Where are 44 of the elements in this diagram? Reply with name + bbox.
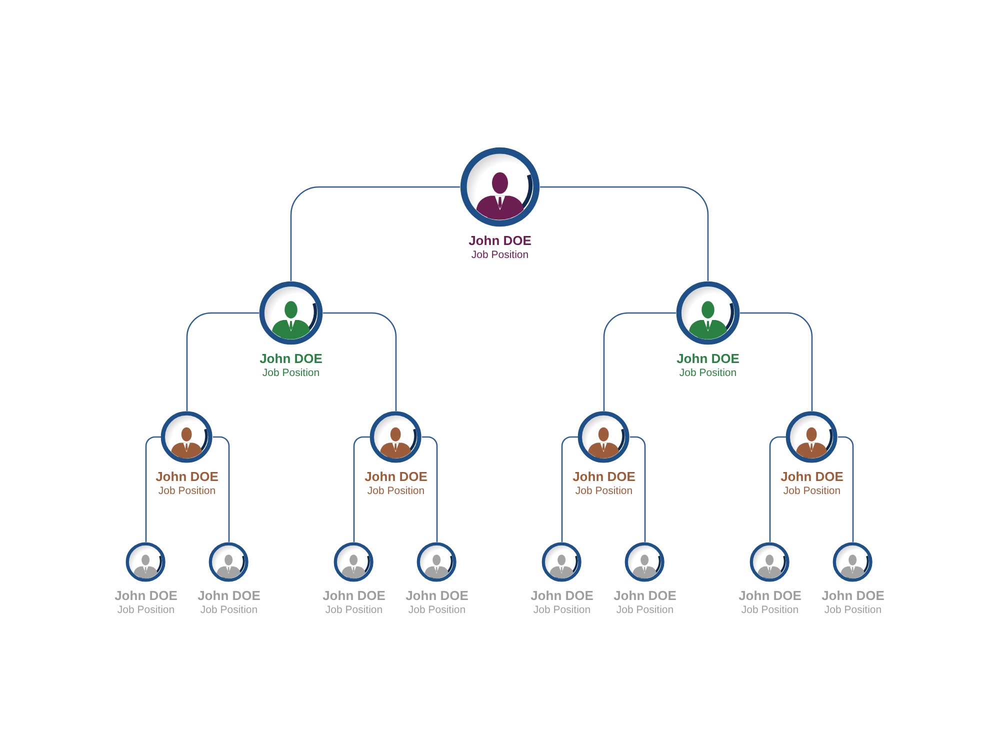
- connector-line: [145, 436, 161, 542]
- person-name: John DOE: [468, 233, 532, 248]
- connector-line: [740, 312, 813, 411]
- connector-line: [213, 436, 230, 542]
- connector-line: [838, 436, 854, 542]
- job-title: Job Position: [616, 603, 674, 617]
- job-title: Job Position: [158, 484, 216, 498]
- connector-line: [603, 312, 676, 411]
- connector-line: [630, 436, 646, 542]
- person-name: John DOE: [738, 588, 802, 603]
- person-name: John DOE: [406, 588, 468, 603]
- connector-line: [769, 436, 786, 542]
- person-name: John DOE: [780, 469, 844, 484]
- person-name: John DOE: [822, 588, 884, 603]
- job-title: Job Position: [200, 603, 258, 617]
- person-name: John DOE: [530, 588, 594, 603]
- person-name: John DOE: [156, 469, 218, 484]
- job-title: Job Position: [741, 603, 799, 617]
- job-title: Job Position: [679, 366, 737, 380]
- person-name: John DOE: [322, 588, 386, 603]
- connector-line: [353, 436, 370, 542]
- connector-line: [540, 186, 709, 281]
- job-title: Job Position: [367, 484, 425, 498]
- person-name: John DOE: [260, 351, 322, 366]
- person-name: John DOE: [114, 588, 178, 603]
- job-title: Job Position: [408, 603, 466, 617]
- person-name: John DOE: [614, 588, 676, 603]
- job-title: Job Position: [471, 248, 529, 262]
- connector-line: [561, 436, 578, 542]
- job-title: Job Position: [575, 484, 633, 498]
- person-name: John DOE: [198, 588, 260, 603]
- connector-line: [422, 436, 438, 542]
- connector-line: [290, 186, 460, 281]
- connector-line: [186, 312, 259, 411]
- person-name: John DOE: [572, 469, 636, 484]
- person-name: John DOE: [364, 469, 428, 484]
- job-title: Job Position: [262, 366, 320, 380]
- connector-line: [323, 312, 397, 411]
- job-title: Job Position: [783, 484, 841, 498]
- job-title: Job Position: [533, 603, 591, 617]
- person-name: John DOE: [676, 351, 740, 366]
- job-title: Job Position: [824, 603, 882, 617]
- job-title: Job Position: [117, 603, 175, 617]
- job-title: Job Position: [325, 603, 383, 617]
